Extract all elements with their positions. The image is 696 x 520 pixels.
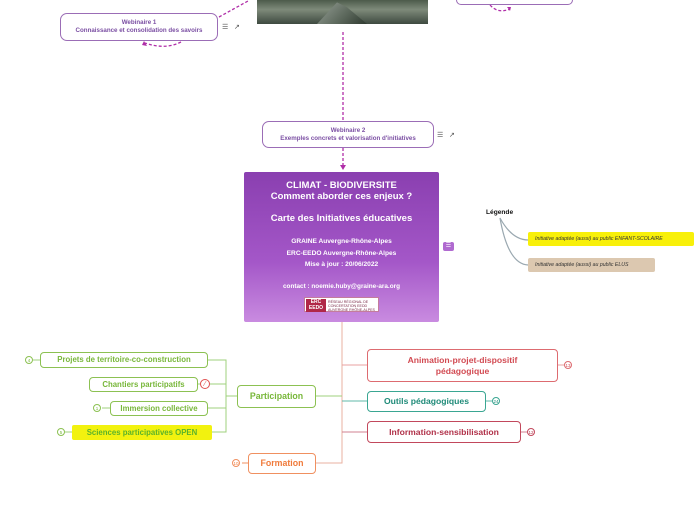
outils-pedagogiques-node[interactable]: Outils pédagogiques (367, 391, 486, 412)
central-title-line3: Carte des Initiatives éducatives (270, 213, 413, 224)
count-badge: 24 (492, 397, 500, 405)
count-badge: 4 (25, 356, 33, 364)
central-contact[interactable]: contact : noemie.huby@graine-ara.org (282, 282, 401, 290)
legend-item-elus[interactable]: Initiative adaptée (aussi) au public ELU… (528, 258, 655, 272)
webinar2-node[interactable]: Webinaire 2 Exemples concrets et valoris… (262, 121, 434, 148)
count-badge: 13 (564, 361, 572, 369)
child-sciences-participatives[interactable]: Sciences participatives OPEN (72, 425, 212, 440)
count-badge: 5 (57, 428, 65, 436)
formation-node[interactable]: Formation (248, 453, 316, 474)
note-icon[interactable]: ☰ (222, 24, 229, 31)
webinar2-subtitle: Exemples concrets et valorisation d'init… (280, 135, 416, 142)
logo-mark: ERC EEDO (306, 299, 326, 312)
mountain-photo (257, 0, 428, 24)
count-badge: 10 (232, 459, 240, 467)
legend-item-enfant-scolaire[interactable]: Initiative adaptée (aussi) au public ENF… (528, 232, 694, 246)
link-icon[interactable]: ↗ (234, 24, 240, 31)
central-org1: GRAINE Auvergne-Rhône-Alpes (291, 238, 392, 245)
child-immersion-collective[interactable]: Immersion collective (110, 401, 208, 416)
note-icon[interactable]: ☰ (437, 132, 444, 139)
webinar1-subtitle: Connaissance et consolidation des savoir… (75, 27, 203, 34)
central-update: Mise à jour : 20/06/2022 (304, 261, 379, 268)
central-org2: ERC-EEDO Auvergne-Rhône-Alpes (286, 249, 397, 257)
webinar2-title: Webinaire 2 (330, 127, 366, 134)
count-badge: 12 (527, 428, 535, 436)
information-sensibilisation-node[interactable]: Information-sensibilisation (367, 421, 521, 443)
central-topic[interactable]: CLIMAT - BIODIVERSITE Comment aborder ce… (244, 172, 439, 322)
central-title-line1: CLIMAT - BIODIVERSITE (286, 180, 397, 191)
logo-text: RÉSEAU RÉGIONAL DE CONCERTATION EEDD AUV… (328, 300, 375, 312)
erc-eedo-logo: ERC EEDO RÉSEAU RÉGIONAL DE CONCERTATION… (304, 297, 379, 312)
webinar1-title: Webinaire 1 (121, 19, 157, 26)
central-title-line2: Comment aborder ces enjeux ? (270, 191, 413, 202)
child-projets-territoire[interactable]: Projets de territoire-co-construction (40, 352, 208, 368)
top-right-node[interactable] (456, 0, 573, 5)
count-badge: 1 (93, 404, 101, 412)
legend-title: Légende (486, 209, 514, 216)
no-entry-icon: ⁄ (200, 379, 210, 389)
child-chantiers-participatifs[interactable]: Chantiers participatifs (89, 377, 198, 392)
note-icon[interactable]: ☰ (443, 242, 454, 251)
webinar1-node[interactable]: Webinaire 1 Connaissance et consolidatio… (60, 13, 218, 41)
participation-node[interactable]: Participation (237, 385, 316, 408)
link-icon[interactable]: ↗ (449, 132, 455, 139)
animation-projet-node[interactable]: Animation-projet-dispositif pédagogique (367, 349, 558, 382)
